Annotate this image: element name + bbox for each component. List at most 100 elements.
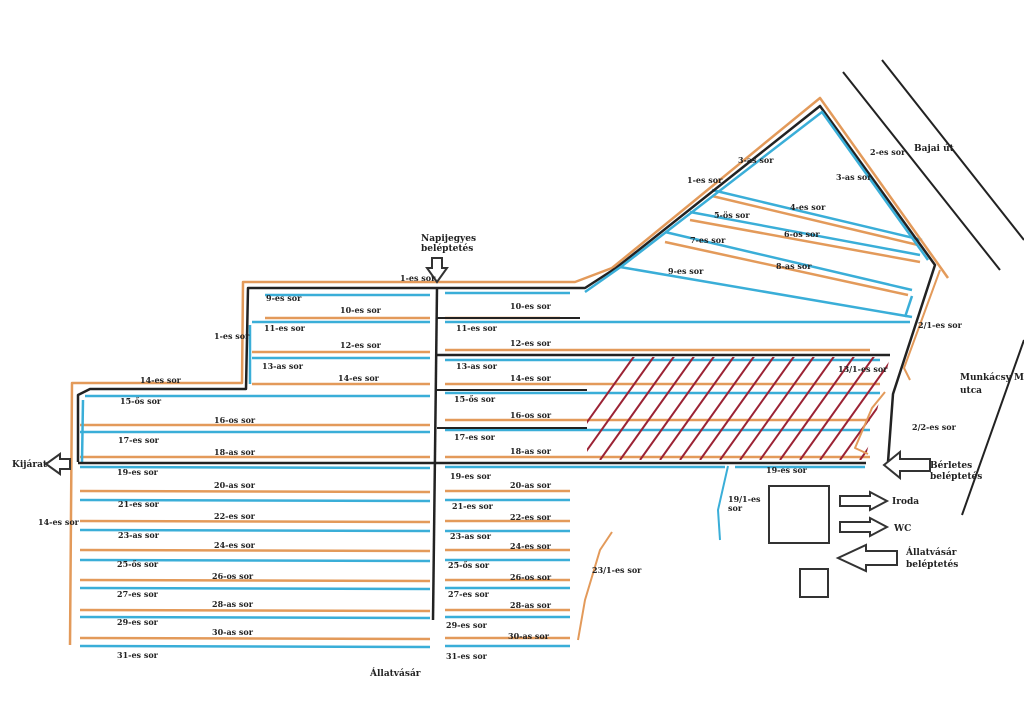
- row-label: 22-es sor: [510, 512, 552, 522]
- row-label: 19-es sor: [117, 467, 159, 477]
- row-label: 16-os sor: [214, 415, 256, 425]
- boundary-lines: [68, 96, 950, 646]
- hatch-line: [759, 357, 836, 460]
- exit-label: Kijárat: [12, 459, 48, 470]
- row-label: 2-es sor: [870, 147, 906, 157]
- row-label: 25-ős sor: [448, 560, 490, 570]
- row-label: 3-as sor: [836, 172, 872, 182]
- row-label: 28-as sor: [212, 599, 254, 609]
- row-label: 19-es sor: [450, 471, 492, 481]
- row-label: 17-es sor: [454, 432, 496, 442]
- row-label: 29-es sor: [117, 617, 159, 627]
- row-label: 19-es sor: [766, 465, 808, 475]
- pass-entrance-label: Bérletes: [930, 460, 972, 471]
- hatch-line: [599, 357, 676, 460]
- row-line: [80, 399, 85, 463]
- row-label: 26-os sor: [510, 572, 552, 582]
- row-label: 29-es sor: [446, 620, 488, 630]
- row-line: [79, 586, 431, 591]
- row-label: 16-os sor: [510, 410, 552, 420]
- animal-entrance-label-2: beléptetés: [906, 559, 958, 570]
- hatch-line: [619, 357, 696, 460]
- office-arrow-icon: [839, 490, 890, 512]
- row-label: 18-as sor: [510, 446, 552, 456]
- row-line: [79, 489, 431, 494]
- row-line: [79, 548, 431, 553]
- hatch-line: [819, 357, 890, 460]
- row-label: 2/1-es sor: [918, 320, 963, 330]
- row-label: 20-as sor: [510, 480, 552, 490]
- row-label: 1-es sor: [687, 175, 723, 185]
- row-line: [79, 636, 431, 641]
- hatch-line: [799, 357, 876, 460]
- row-labels: 1-es sor 9-es sor 10-es sor 1-es sor 11-es s…: [38, 147, 963, 661]
- row-label: 5-ös sor: [714, 210, 750, 220]
- hatched-area: [587, 355, 995, 460]
- row-line: [79, 558, 431, 563]
- row-label: 20-as sor: [214, 480, 256, 490]
- road-bajai-label: Bajai út: [914, 143, 955, 154]
- exit-arrow-icon: [44, 452, 71, 476]
- row-label: 13-as sor: [456, 361, 498, 371]
- row-label: 11-es sor: [456, 323, 498, 333]
- animal-market-label: Állatvásár: [369, 667, 421, 679]
- row-label: 6-os sor: [784, 229, 820, 239]
- row-label: 9-es sor: [266, 293, 302, 303]
- row-label: 15-ős sor: [120, 396, 162, 406]
- row-line: [79, 578, 431, 583]
- row-lines: [79, 188, 923, 649]
- row-label: 15-ős sor: [454, 394, 496, 404]
- row-label: 9-es sor: [668, 266, 704, 276]
- row-label: 30-as sor: [212, 627, 254, 637]
- row-label: 27-es sor: [117, 589, 159, 599]
- row-label: 28-as sor: [510, 600, 552, 610]
- daily-entrance-label-2: beléptetés: [421, 243, 473, 254]
- wc-building: [799, 568, 829, 598]
- hatch-line: [920, 355, 995, 460]
- row-line: [619, 265, 913, 319]
- row-label: 19/1-es: [728, 494, 761, 504]
- wc-arrow-icon: [839, 516, 890, 538]
- row-label: 10-es sor: [340, 305, 382, 315]
- row-label: 23-as sor: [450, 531, 492, 541]
- daily-entrance-arrow-icon: [425, 257, 449, 284]
- animal-entrance-arrow-icon: [835, 543, 898, 573]
- row-label: 14-es sor: [38, 517, 80, 527]
- row-line: [79, 608, 431, 613]
- office-building: [768, 485, 830, 544]
- row-label: 24-es sor: [510, 541, 552, 551]
- row-label: 26-os sor: [212, 571, 254, 581]
- row-line: [79, 465, 431, 470]
- row-label: 4-es sor: [790, 202, 826, 212]
- row-line: [711, 194, 919, 247]
- row-line: [79, 498, 431, 503]
- office-label: Iroda: [892, 497, 919, 507]
- row-label: 13/1-es sor: [838, 364, 888, 374]
- row-label: 23/1-es sor: [592, 565, 642, 575]
- row-line: [79, 644, 431, 649]
- row-label: sor: [728, 503, 743, 513]
- row-label: 11-es sor: [264, 323, 306, 333]
- row-line: [689, 218, 921, 264]
- row-label: 30-as sor: [508, 631, 550, 641]
- hatch-line: [779, 357, 856, 460]
- row-label: 12-es sor: [510, 338, 552, 348]
- hatch-line: [739, 357, 816, 460]
- pass-entrance-arrow-icon: [882, 449, 931, 481]
- row-label: 24-es sor: [214, 540, 256, 550]
- hatch-line: [587, 357, 656, 460]
- row-label: 17-es sor: [118, 435, 160, 445]
- hatch-line: [679, 357, 756, 460]
- hatch-line: [699, 357, 776, 460]
- hatch-line: [639, 357, 716, 460]
- hatch-line: [900, 355, 975, 460]
- wc-label: WC: [893, 524, 911, 534]
- row-label: 14-es sor: [140, 375, 182, 385]
- row-label: 1-es sor: [214, 331, 250, 341]
- hatch-line: [659, 357, 736, 460]
- row-label: 21-es sor: [452, 501, 494, 511]
- row-line: [79, 519, 431, 524]
- daily-entrance-label: Napijegyes: [421, 234, 476, 244]
- row-line: [664, 240, 909, 297]
